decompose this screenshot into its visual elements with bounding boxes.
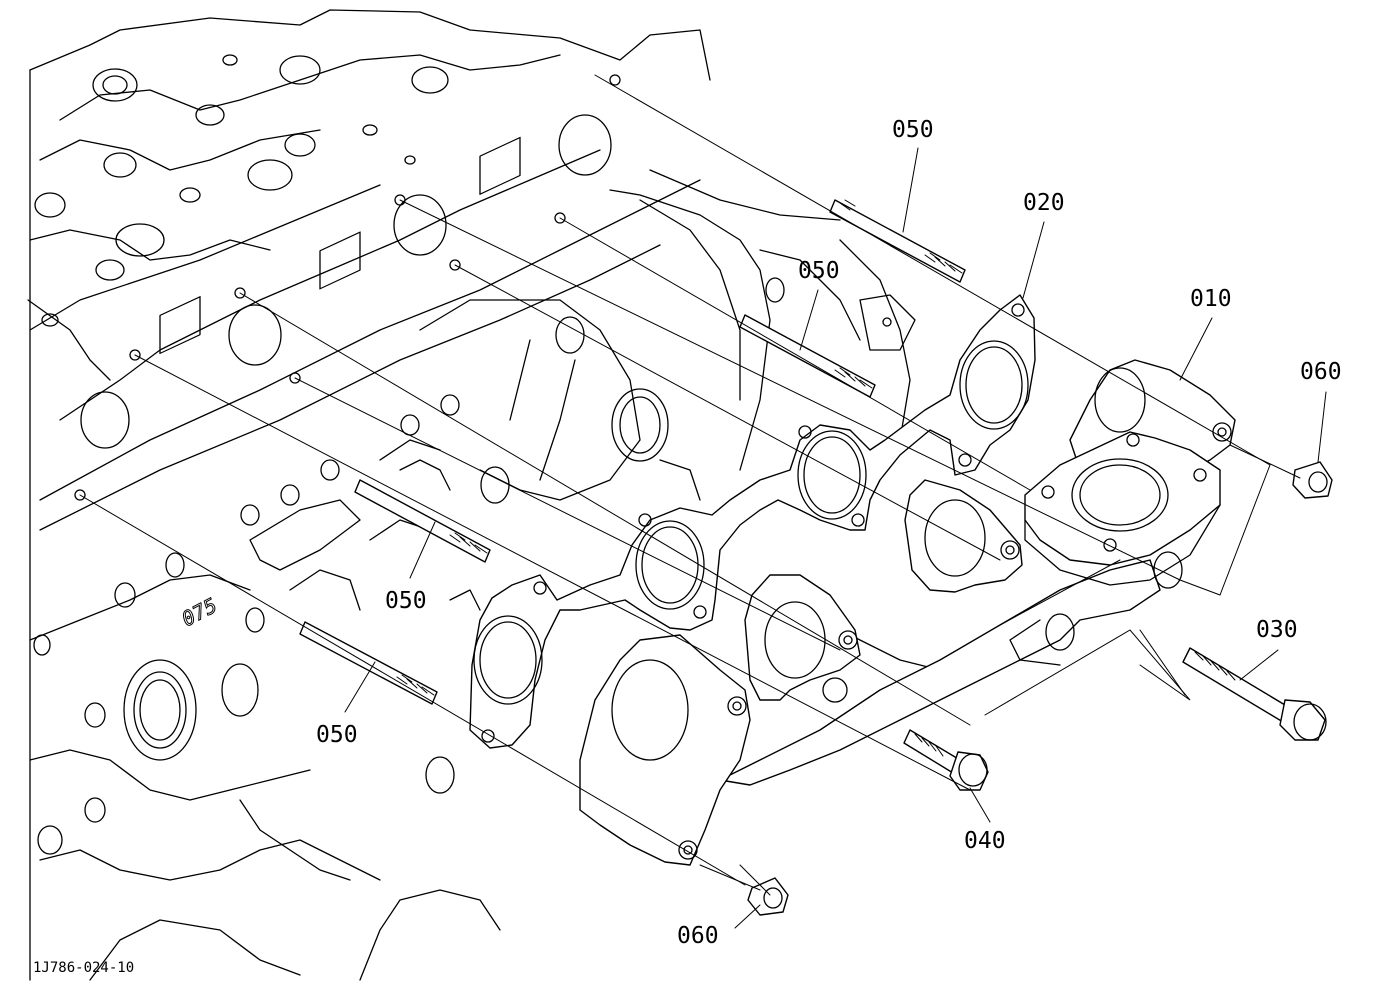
cast-mark: 075 xyxy=(178,593,221,631)
stud-bolt-050-top xyxy=(829,199,966,283)
nut-060-bottom xyxy=(747,877,789,916)
callout-050-low: 050 xyxy=(385,588,427,614)
callout-050-mid: 050 xyxy=(798,258,840,284)
callout-060-right: 060 xyxy=(1300,359,1342,385)
assembly-guide-lines xyxy=(79,74,1301,896)
stud-bolt-050-bottom xyxy=(299,621,438,705)
flange-bolt-030 xyxy=(1182,647,1327,741)
stud-bolt-050-low xyxy=(354,479,491,563)
callout-030: 030 xyxy=(1256,617,1298,643)
callout-050-top: 050 xyxy=(892,117,934,143)
callout-020: 020 xyxy=(1023,190,1065,216)
cylinder-head xyxy=(27,9,941,981)
gasket-020 xyxy=(469,294,1036,749)
callout-010: 010 xyxy=(1190,286,1232,312)
callout-040: 040 xyxy=(964,828,1006,854)
leader-lines xyxy=(344,147,1327,929)
flange-bolt-040 xyxy=(903,729,989,791)
stud-bolt-050-mid xyxy=(739,314,876,398)
callout-050-bottom: 050 xyxy=(316,722,358,748)
nut-060-right xyxy=(1292,461,1333,499)
callout-060-bottom: 060 xyxy=(677,923,719,949)
document-number: 1J786-024-10 xyxy=(33,960,134,976)
exhaust-manifold-010 xyxy=(579,359,1236,866)
